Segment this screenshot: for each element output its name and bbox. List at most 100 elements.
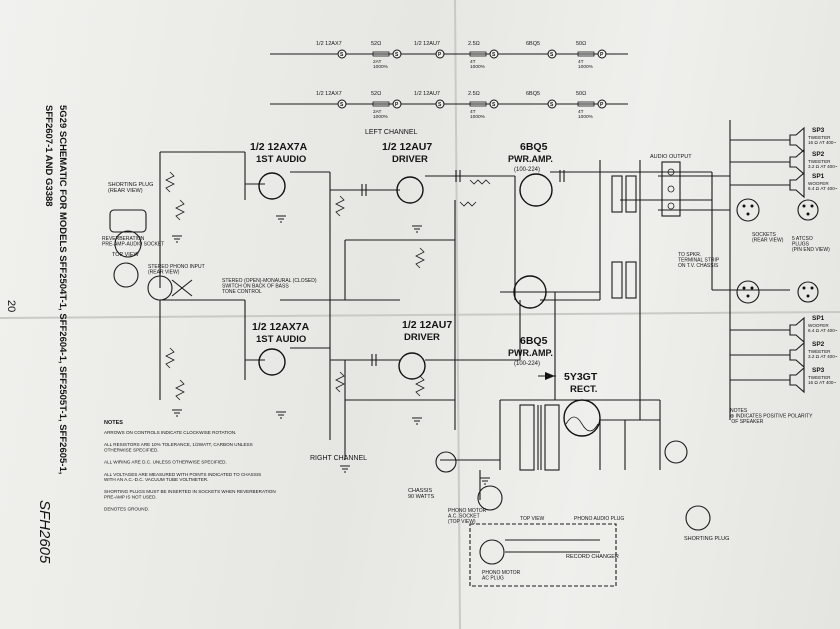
left-channel-wiring <box>159 120 790 440</box>
heater-resistor <box>372 101 390 107</box>
heater-resistor <box>372 51 390 57</box>
speaker-name: SP3 <box>812 367 825 374</box>
speaker-symbols <box>789 126 805 394</box>
heater-strings <box>270 53 628 105</box>
heater-resistor <box>469 51 487 57</box>
speaker-name: SP2 <box>812 151 825 158</box>
left-power-title: 6BQ5 <box>520 141 548 153</box>
heater-node <box>435 99 445 109</box>
shorting-plug-rear <box>109 209 147 233</box>
sockets-rear-label: SOCKETS(REAR VIEW) <box>752 232 784 244</box>
heater-node <box>489 99 499 109</box>
heater-label: 6BQ5 <box>526 91 540 97</box>
left-power-sub: PWR.AMP. <box>508 154 553 164</box>
polarity-note: NOTES⊕ INDICATES POSITIVE POLARITY OF SP… <box>730 408 813 425</box>
side-title-line1: 5G29 SCHEMATIC FOR MODELS SFF2504T-1, SF… <box>57 105 68 474</box>
notes-heading: NOTES <box>104 420 123 426</box>
tubes <box>258 172 601 437</box>
note-item: SHORTING PLUGS MUST BE INSERTED IN SOCKE… <box>104 489 276 499</box>
stereo-phono-input <box>147 275 173 301</box>
stereo-phono-input-label: STEREO PHONO INPUT(REAR VIEW) <box>148 264 205 276</box>
speaker-sockets <box>736 198 819 304</box>
shorting-plug-bottom-label: SHORTING PLUG <box>684 536 729 542</box>
top-view-bottom-label: TOP VIEW <box>520 516 545 522</box>
heater-node <box>547 49 557 59</box>
heater-node <box>435 49 445 59</box>
left-channel-label: LEFT CHANNEL <box>365 129 417 136</box>
heater-label: 6BQ5 <box>526 41 540 47</box>
note-item: DENOTES GROUND. <box>104 507 149 512</box>
note-item: ALL RESISTORS ARE 10% TOLERANCE, 1/2WATT… <box>104 442 253 452</box>
heater-node <box>547 99 557 109</box>
left-driver-title: 1/2 12AU7 <box>382 141 432 153</box>
ground-symbols <box>172 215 490 485</box>
heater-node-letter: P <box>600 102 604 108</box>
heater-node <box>597 99 607 109</box>
page-number: 20 <box>5 300 17 312</box>
output-transformers <box>611 161 681 299</box>
right-power-title: 6BQ5 <box>520 335 548 347</box>
rectifier-tube <box>563 399 601 437</box>
heater-node-letter: S <box>340 102 344 108</box>
shorting-plug-rear-label: SHORTING PLUG(REAR VIEW) <box>108 182 153 194</box>
speaker-name: SP1 <box>812 315 825 322</box>
heater-node <box>337 49 347 59</box>
reverb-socket <box>114 230 142 258</box>
heater-node-letter: S <box>395 52 399 58</box>
heater-node <box>337 99 347 109</box>
side-title-line2: SFF2607-1 AND G3388 <box>43 105 54 207</box>
shorting-plug-bottom <box>685 505 711 531</box>
audio-output-label: AUDIO OUTPUT <box>650 154 692 160</box>
left-6bq5-tube <box>519 173 553 207</box>
right-audio-sub: 1ST AUDIO <box>256 334 306 345</box>
right-driver-title: 1/2 12AU7 <box>402 319 452 331</box>
heater-label: 52Ω <box>371 41 381 47</box>
right-channel-label: RIGHT CHANNEL <box>310 455 367 462</box>
top-view-label: TOP VIEW <box>112 252 140 258</box>
heater-label: 1/2 12AU7 <box>414 91 440 97</box>
right-6bq5-tube <box>513 275 547 309</box>
record-changer-label: RECORD CHANGER <box>566 554 619 560</box>
right-power-sub: PWR.AMP. <box>508 348 553 358</box>
phono-audio-plug-label: PHONO AUDIO PLUG <box>574 516 624 522</box>
left-12au7-tube <box>396 176 424 204</box>
heater-node-letter: S <box>492 52 496 58</box>
speaker-name: SP3 <box>812 127 825 134</box>
rectifier-sub: RECT. <box>570 384 597 395</box>
input-sockets <box>109 209 711 531</box>
stereo-switch-label: STEREO (OPEN)-MONAURAL (CLOSED)SWITCH ON… <box>222 278 317 295</box>
speaker-name: SP1 <box>812 173 825 180</box>
speaker-name: SP2 <box>812 341 825 348</box>
heater-node <box>392 49 402 59</box>
right-12ax7-tube <box>258 348 286 376</box>
heater-label: 50Ω <box>576 91 586 97</box>
heater-resistor <box>577 101 595 107</box>
power-supply-wiring <box>440 399 661 500</box>
note-item: ALL WIRING ARE D.C. UNLESS OTHERWISE SPE… <box>104 460 227 465</box>
left-power-part: (100-224) <box>514 167 540 173</box>
heater-node-letter: S <box>438 102 442 108</box>
right-driver-sub: DRIVER <box>404 332 440 343</box>
phono-motor-socket <box>477 485 503 511</box>
heater-node <box>489 49 499 59</box>
